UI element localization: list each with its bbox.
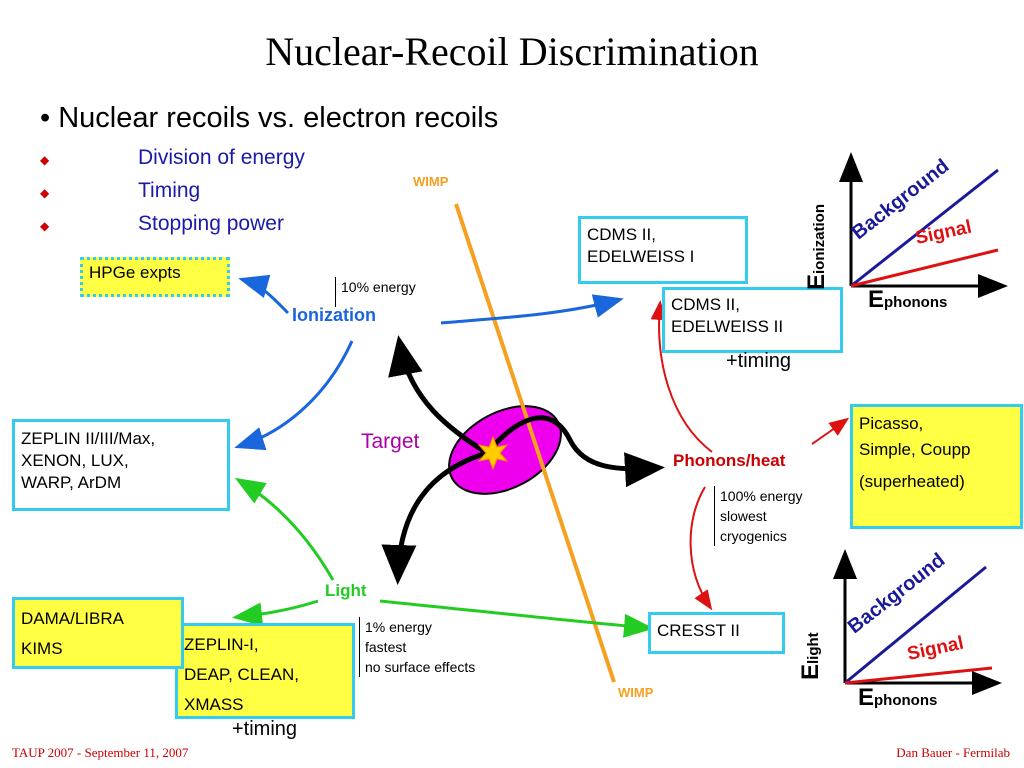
zeplin1-box: ZEPLIN-I, DEAP, CLEAN, XMASS — [175, 623, 355, 719]
picasso-box: Picasso, Simple, Coupp (superheated) — [850, 404, 1023, 529]
sub-bullet-1: ◆Division of energy — [40, 146, 305, 169]
light-to-zeplin2-arrow — [234, 477, 335, 581]
interaction-star-icon — [477, 435, 509, 471]
main-bullet: • Nuclear recoils vs. electron recoils — [40, 102, 499, 134]
cdms1-box: CDMS II, EDELWEISS I — [578, 216, 748, 284]
phonon-to-cresst-arrow — [689, 486, 713, 611]
light-to-cresst-arrow — [379, 599, 654, 638]
target-ellipse — [448, 405, 562, 495]
top-plot-xlabel: Ephonons — [868, 286, 948, 313]
sub-bullet-3: ◆Stopping power — [40, 212, 284, 235]
light-to-dama-arrow — [232, 599, 319, 627]
recoil-arrow-down — [381, 450, 488, 585]
cdms2-timing: +timing — [726, 350, 792, 372]
phonon-note: 100% energy slowest cryogenics — [714, 486, 803, 546]
wimp-label-bottom: WIMP — [618, 685, 654, 700]
cdms2-box: CDMS II, EDELWEISS II — [662, 287, 843, 353]
light-note: 1% energy fastest no surface effects — [359, 617, 475, 677]
top-plot-signal-line — [850, 248, 999, 288]
diamond-icon: ◆ — [40, 153, 50, 167]
bottom-plot-ylabel: Elight — [797, 632, 824, 680]
sub-bullet-2: ◆Timing — [40, 179, 201, 202]
footer-right: Dan Bauer - Fermilab — [896, 745, 1010, 760]
phonon-to-cdms2-arrow — [650, 300, 713, 453]
top-plot-ylabel: Eionization — [803, 203, 830, 290]
ionization-label: Ionization — [292, 305, 376, 325]
hpge-box: HPGe expts — [80, 257, 230, 297]
light-label: Light — [325, 581, 367, 600]
phonon-to-picasso-arrow — [811, 417, 850, 445]
target-label: Target — [361, 430, 420, 453]
diamond-icon: ◆ — [40, 219, 50, 233]
footer-left: TAUP 2007 - September 11, 2007 — [12, 745, 189, 760]
top-plot-background-line — [850, 168, 999, 288]
wimp-track — [454, 203, 616, 683]
recoil-arrow-right — [485, 415, 665, 488]
page-title: Nuclear-Recoil Discrimination — [265, 29, 759, 74]
phonons-label: Phonons/heat — [673, 451, 786, 470]
bottom-plot-xlabel: Ephonons — [858, 684, 938, 711]
wimp-label-top: WIMP — [413, 174, 449, 189]
cresst-box: CRESST II — [648, 612, 785, 654]
recoil-arrow-up — [388, 335, 489, 456]
zeplin2-box: ZEPLIN II/III/Max, XENON, LUX, WARP, ArD… — [12, 419, 230, 511]
bottom-plot-signal-line — [844, 666, 993, 685]
ion-to-zeplin2-arrow — [234, 340, 354, 451]
zeplin1-timing: +timing — [232, 718, 298, 740]
diamond-icon: ◆ — [40, 186, 50, 200]
ion-to-cdms1-arrow — [440, 294, 624, 325]
ionization-note: 10% energy — [335, 277, 416, 307]
dama-box: DAMA/LIBRA KIMS — [12, 597, 184, 669]
ion-to-hpge-arrow — [238, 274, 290, 315]
bottom-plot-background-line — [844, 565, 987, 685]
